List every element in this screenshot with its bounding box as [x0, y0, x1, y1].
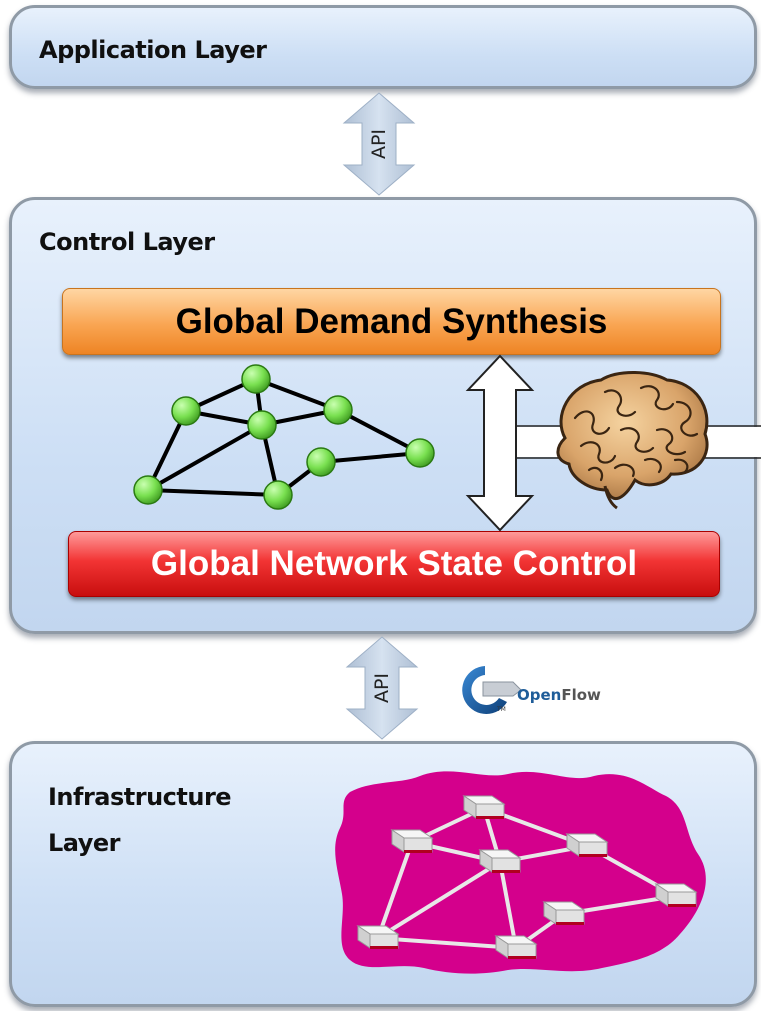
global-network-state-control-label: Global Network State Control: [150, 544, 638, 583]
api-label-bottom: API: [371, 672, 393, 704]
network-graph-icon: [133, 364, 435, 510]
global-demand-synthesis-label: Global Demand Synthesis: [175, 301, 608, 341]
api-arrow-bottom: [345, 636, 419, 740]
infrastructure-network-icon: [335, 771, 706, 974]
global-network-state-control-bar: Global Network State Control: [68, 531, 720, 597]
openflow-logo-icon: [462, 666, 522, 714]
infrastructure-title-line2: Layer: [48, 829, 121, 857]
openflow-flow: Flow: [561, 686, 601, 704]
openflow-wordmark: OpenFlow: [517, 686, 601, 704]
openflow-tm: TM: [497, 706, 506, 713]
infrastructure-layer-title: Infrastructure Layer: [48, 774, 232, 866]
brain-icon: [556, 371, 709, 510]
application-layer-title: Application Layer: [39, 36, 267, 64]
application-layer: Application Layer: [9, 5, 757, 89]
control-layer-title: Control Layer: [39, 228, 215, 256]
global-demand-synthesis-bar: Global Demand Synthesis: [62, 288, 721, 355]
api-label-top: API: [368, 128, 390, 160]
openflow-open: Open: [517, 686, 562, 704]
infrastructure-title-line1: Infrastructure: [48, 783, 232, 811]
api-arrow-top: [342, 92, 416, 196]
